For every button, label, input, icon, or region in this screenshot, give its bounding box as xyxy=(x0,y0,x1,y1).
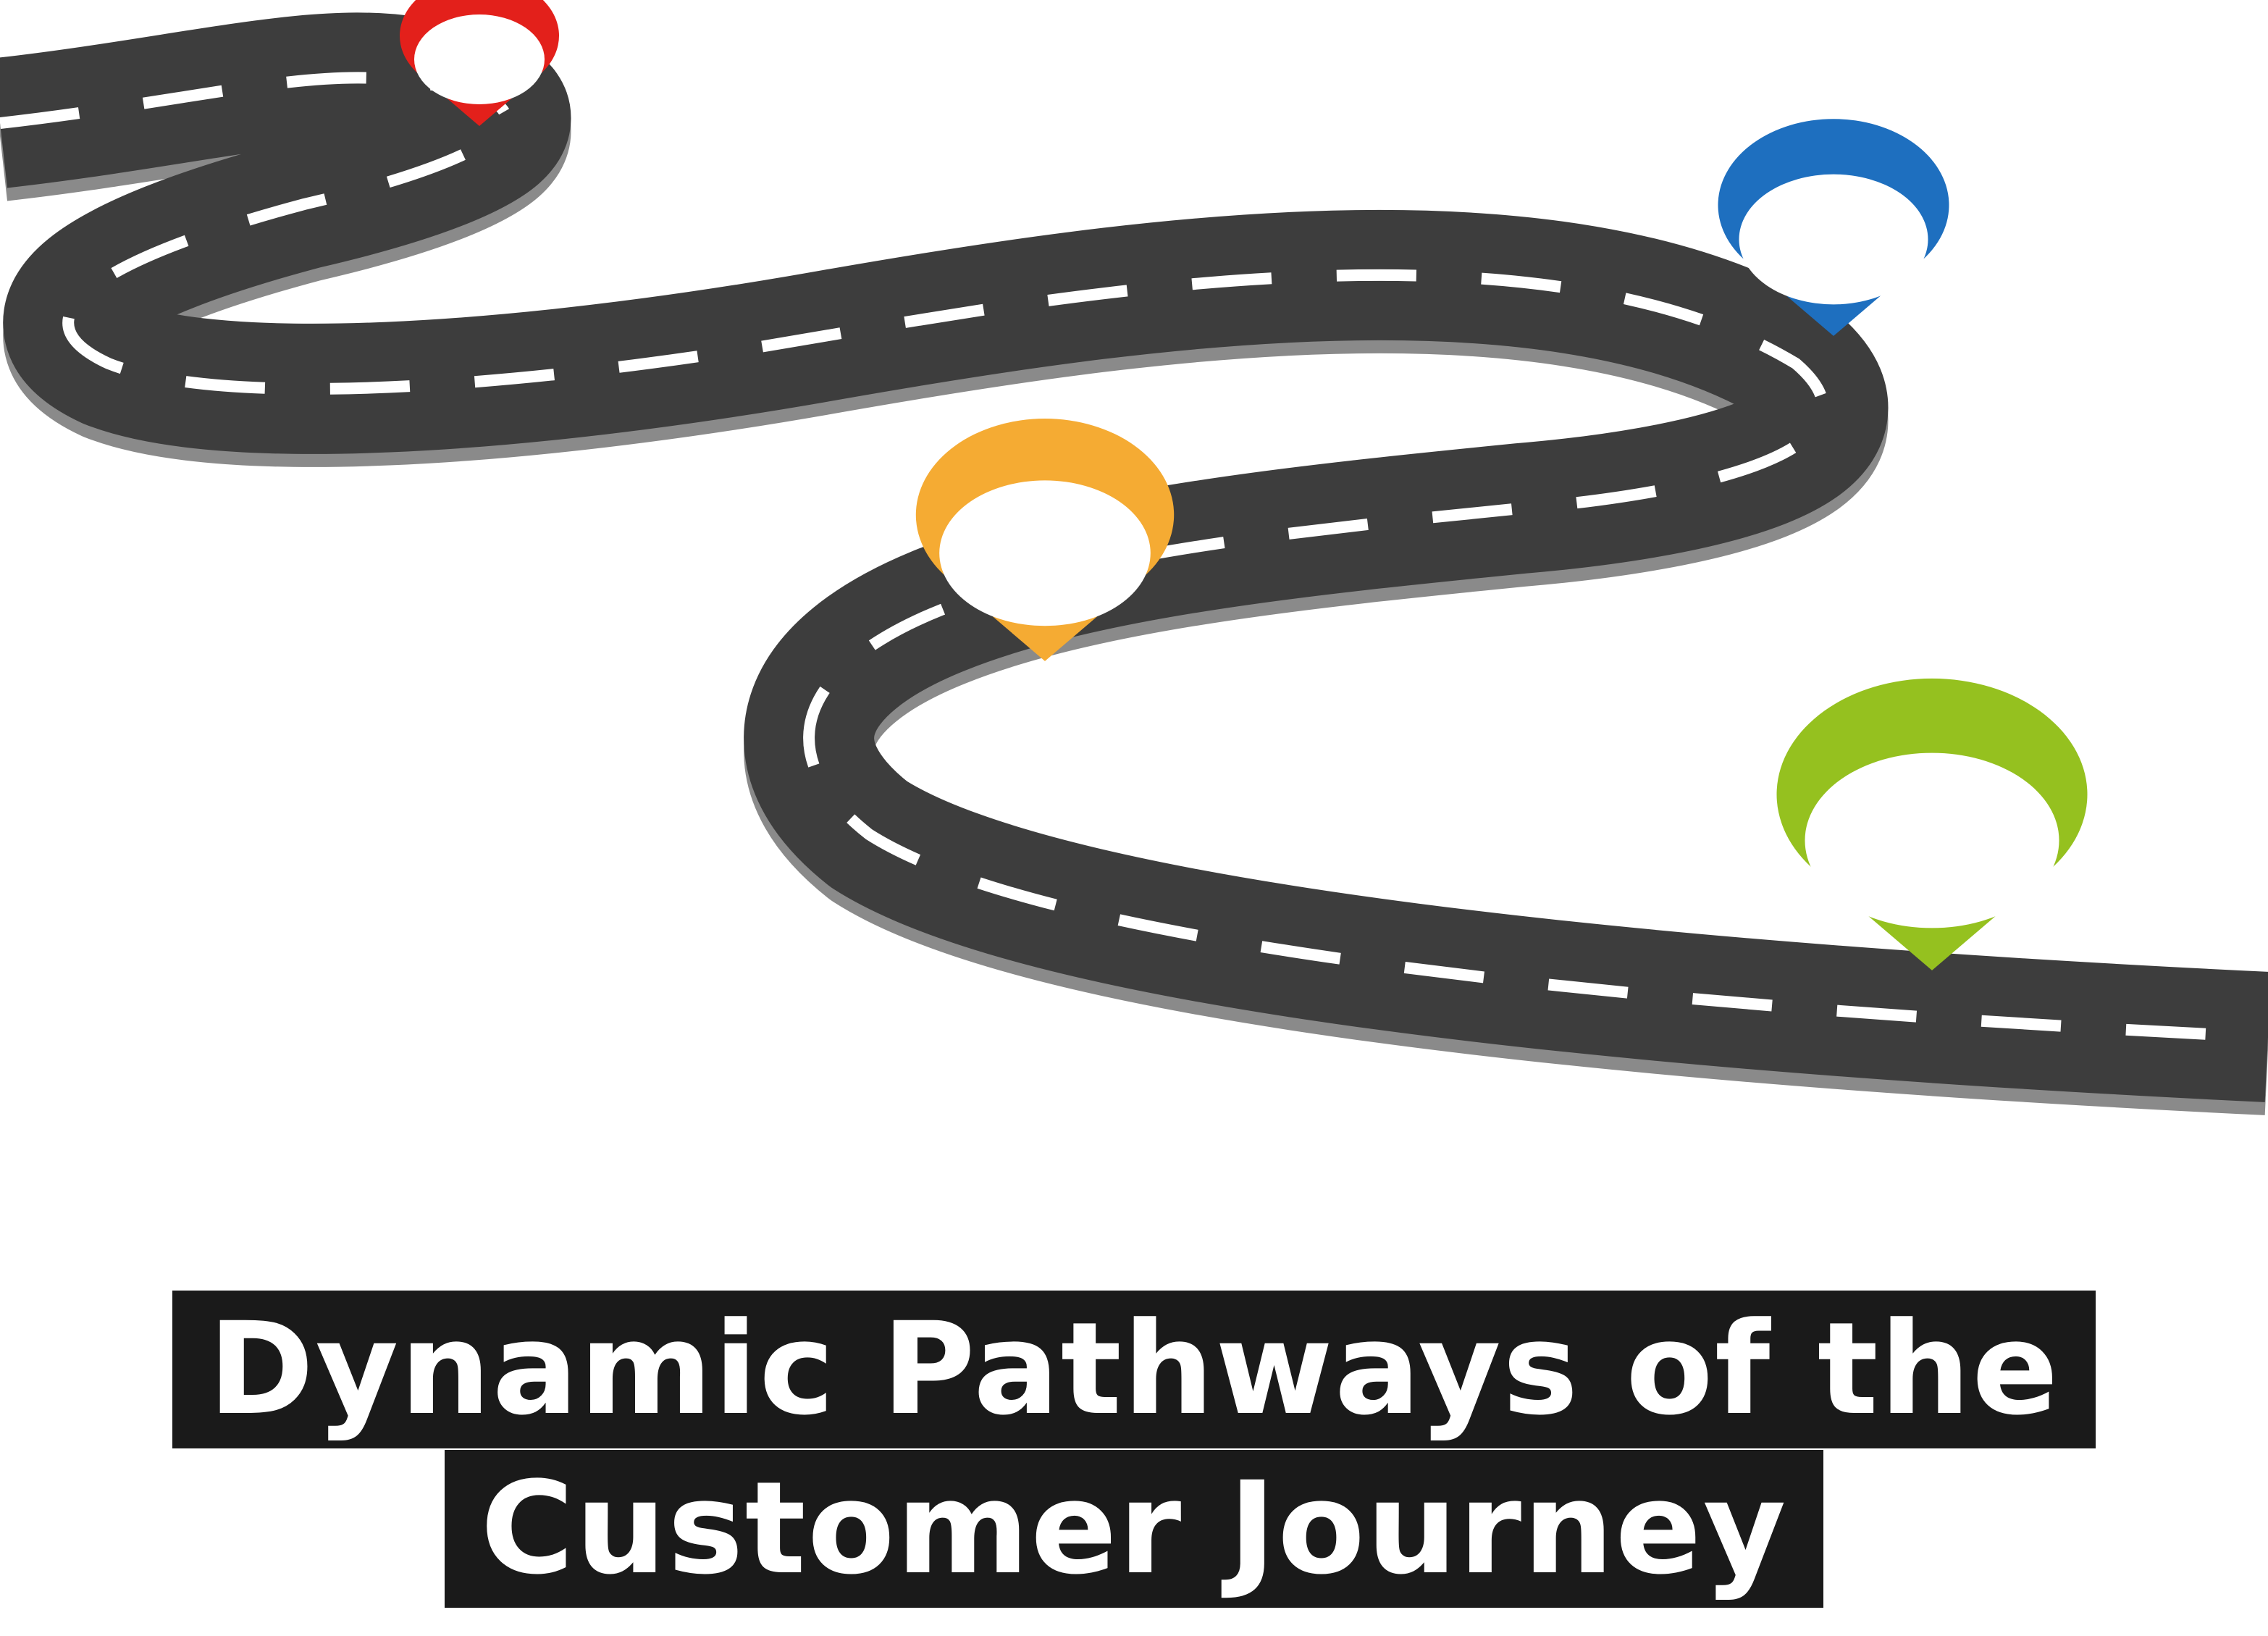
green-pin-icon xyxy=(1776,678,2088,970)
lane-markings xyxy=(0,72,2268,1043)
red-pin-icon xyxy=(400,0,559,126)
blue-pin-icon xyxy=(1718,119,1949,336)
orange-pin-icon xyxy=(915,419,1175,661)
